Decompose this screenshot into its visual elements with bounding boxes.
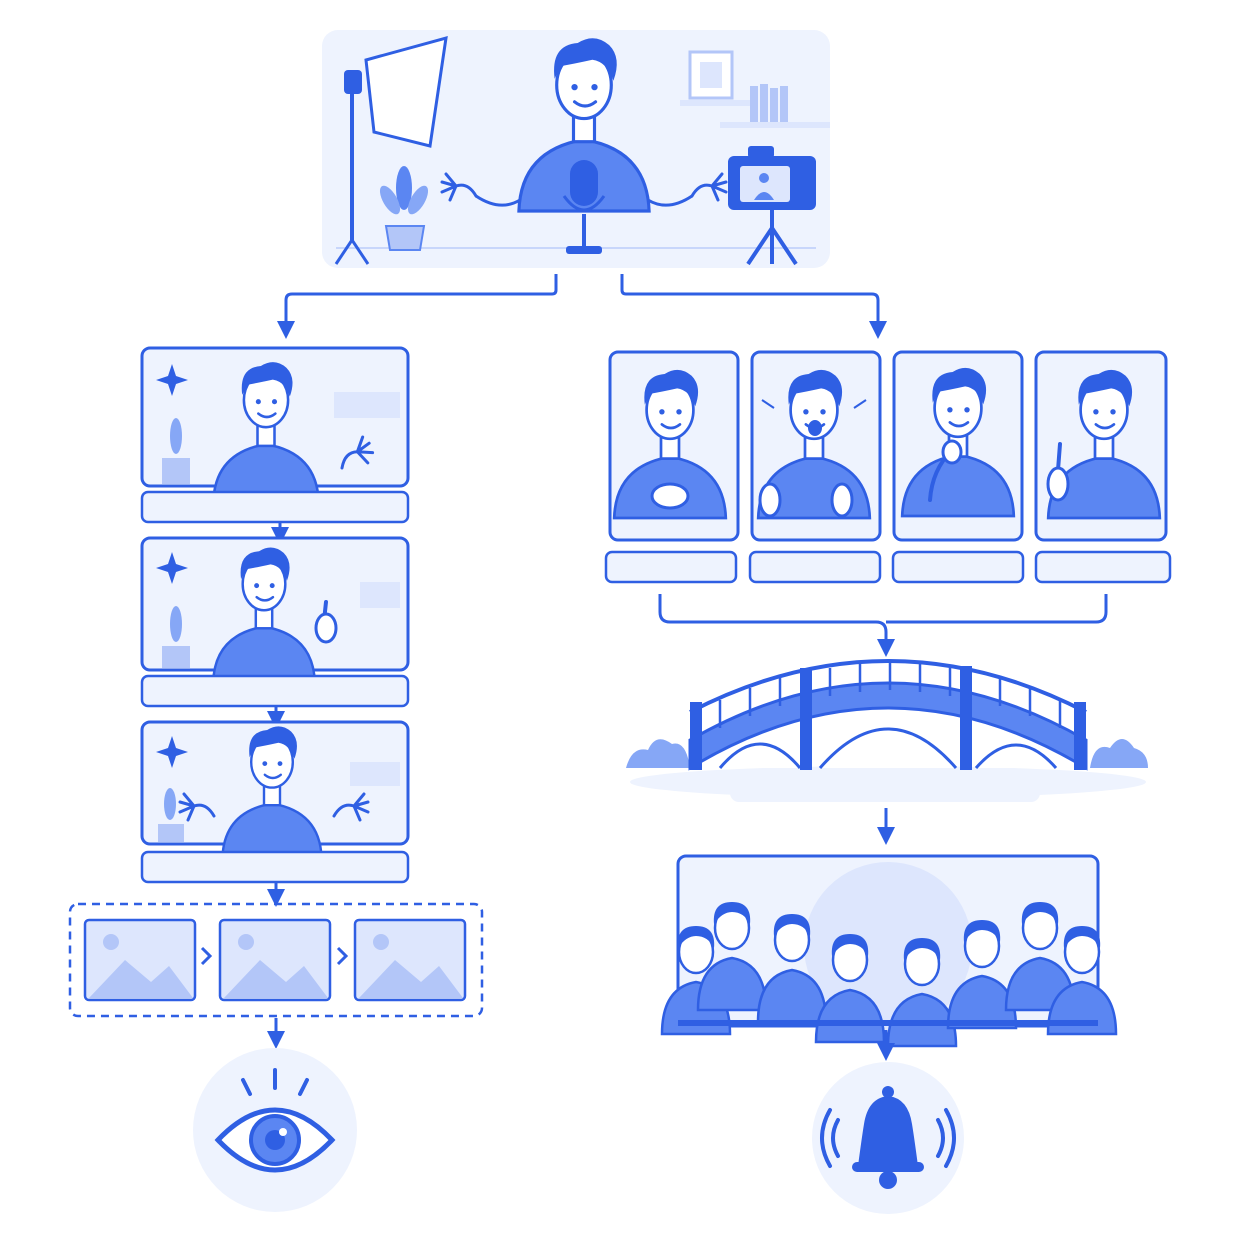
expression-grid: [604, 350, 1172, 584]
expression-card-surprised: [750, 350, 882, 542]
expression-card-finger-raised: [1034, 350, 1168, 542]
clip-card-1: [140, 346, 410, 504]
plant-icon: [379, 166, 429, 251]
image-thumbnail-2: [218, 918, 332, 1002]
thumbnail-strip: [68, 902, 484, 1018]
plant-icon: [162, 418, 190, 484]
split-connector: [277, 274, 887, 339]
expression-card-thinking: [892, 350, 1024, 542]
bridge-icon: [626, 659, 1148, 802]
microphone-icon: [562, 160, 606, 254]
clip-caption-bar-1: [140, 490, 410, 524]
clip-card-2: [140, 536, 410, 684]
audience-icon: [660, 854, 1118, 1048]
sparkle-icon: [156, 736, 188, 768]
image-thumbnail-1: [83, 918, 197, 1002]
expression-caption-bar-1: [604, 550, 738, 584]
bell-icon: [812, 1062, 964, 1214]
source-recording-scene: [322, 30, 830, 268]
presenter-figure: [440, 36, 728, 213]
expression-card-hand-on-chest: [608, 350, 740, 542]
eye-icon: [193, 1048, 357, 1212]
clip-caption-bar-3: [140, 850, 410, 884]
chevron-right-icon: [200, 946, 213, 966]
clip-sequence: [140, 346, 410, 907]
expression-caption-bar-2: [748, 550, 882, 584]
clip-caption-bar-2: [140, 674, 410, 708]
plant-icon: [158, 788, 184, 842]
sparkle-icon: [156, 364, 188, 396]
image-thumbnail-3: [353, 918, 467, 1002]
expression-caption-bar-3: [891, 550, 1025, 584]
picture-frame-icon: [680, 50, 750, 106]
merge-bracket: [658, 594, 1108, 657]
camera-icon: [728, 146, 816, 266]
expression-caption-bar-4: [1034, 550, 1172, 584]
bookshelf-icon: [720, 84, 830, 128]
clip-card-3: [140, 720, 410, 860]
plant-icon: [162, 606, 190, 668]
sparkle-icon: [156, 552, 188, 584]
chevron-right-icon: [336, 946, 349, 966]
softbox-light-icon: [334, 35, 448, 265]
